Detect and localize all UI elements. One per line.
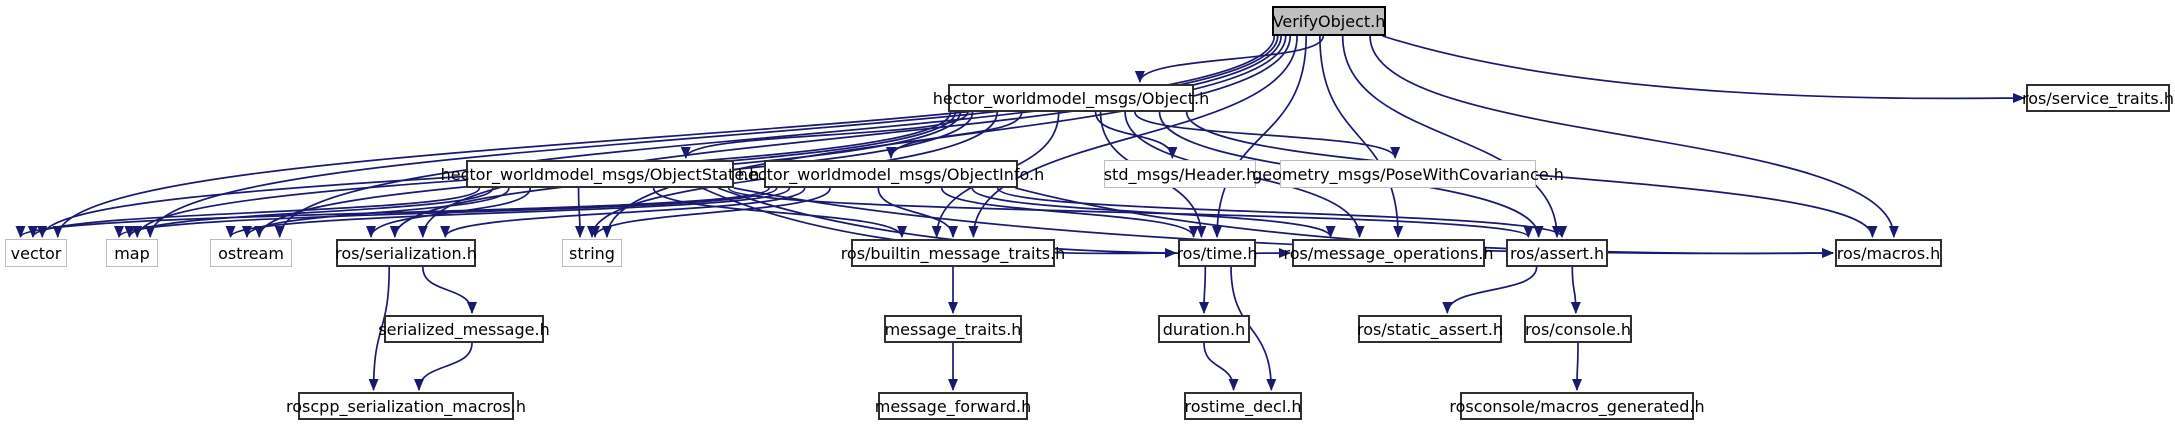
edge-serialized_message-to-roscpp_macros xyxy=(413,342,473,391)
edge-console-to-macros_generated xyxy=(1572,342,1583,391)
node-static_assert[interactable]: ros/static_assert.h xyxy=(1357,315,1503,343)
node-msgops[interactable]: ros/message_operations.h xyxy=(1283,239,1494,267)
node-verify[interactable]: VerifyObject.h xyxy=(1272,6,1386,36)
edge-verify-to-time xyxy=(1212,35,1308,238)
edge-object_info-to-time xyxy=(940,187,1199,238)
edge-time-to-duration xyxy=(1199,266,1210,314)
edge-object-to-header xyxy=(1094,111,1178,159)
node-vector[interactable]: vector xyxy=(5,239,67,267)
node-map[interactable]: map xyxy=(106,239,158,267)
node-time[interactable]: ros/time.h xyxy=(1176,239,1258,267)
edge-object-to-object_info xyxy=(886,111,1023,159)
edge-verify-to-macros xyxy=(1369,35,1899,238)
edge-time-to-rostime_decl xyxy=(1230,266,1277,391)
edge-object_info-to-vector xyxy=(15,187,770,238)
edge-verify-to-ostream xyxy=(274,35,1282,238)
edge-serialization-to-roscpp_macros xyxy=(368,266,391,391)
edge-verify-to-vector xyxy=(52,35,1276,238)
edge-verify-to-map xyxy=(145,35,1279,238)
node-console[interactable]: ros/console.h xyxy=(1524,315,1632,343)
node-string[interactable]: string xyxy=(562,239,622,267)
node-rostime_decl[interactable]: rostime_decl.h xyxy=(1184,392,1302,420)
edge-object_info-to-builtin xyxy=(877,187,958,238)
edge-verify-to-serialization xyxy=(417,35,1287,238)
node-service_traits[interactable]: ros/service_traits.h xyxy=(2022,84,2174,112)
edge-assert-to-console xyxy=(1570,266,1581,314)
node-ostream[interactable]: ostream xyxy=(210,239,292,267)
edge-object_info-to-macros xyxy=(1015,187,1834,259)
node-header[interactable]: std_msgs/Header.h xyxy=(1104,160,1256,188)
node-message_forward[interactable]: message_forward.h xyxy=(875,392,1031,420)
edge-object-to-object_state xyxy=(680,111,969,159)
node-serialized_message[interactable]: serialized_message.h xyxy=(378,315,550,343)
edge-verify-to-object xyxy=(1134,35,1325,83)
node-object_info[interactable]: hector_worldmodel_msgs/ObjectInfo.h xyxy=(738,160,1044,188)
node-roscpp_macros[interactable]: roscpp_serialization_macros.h xyxy=(286,392,526,420)
edge-object_state-to-string xyxy=(574,187,585,238)
edge-object-to-pose xyxy=(1134,111,1401,159)
edge-verify-to-service_traits xyxy=(1382,35,2025,104)
node-object_state[interactable]: hector_worldmodel_msgs/ObjectState.h xyxy=(441,160,759,188)
edge-object_info-to-msgops xyxy=(971,187,1336,238)
node-builtin[interactable]: ros/builtin_message_traits.h xyxy=(841,239,1065,267)
node-assert[interactable]: ros/assert.h xyxy=(1506,239,1608,267)
node-macros_generated[interactable]: rosconsole/macros_generated.h xyxy=(1449,392,1705,420)
edge-verify-to-msgops xyxy=(1319,35,1404,238)
node-serialization[interactable]: ros/serialization.h xyxy=(335,239,477,267)
edge-object_info-to-map xyxy=(114,187,778,238)
node-duration[interactable]: duration.h xyxy=(1158,315,1250,343)
edge-object_state-to-builtin xyxy=(652,187,907,238)
node-message_traits[interactable]: message_traits.h xyxy=(884,315,1022,343)
edge-object_info-to-assert xyxy=(996,187,1567,238)
edge-duration-to-rostime_decl xyxy=(1203,342,1239,391)
edge-verify-to-assert xyxy=(1341,35,1562,238)
node-pose[interactable]: geometry_msgs/PoseWithCovariance.h xyxy=(1252,160,1564,188)
edge-assert-to-static_assert xyxy=(1442,266,1538,314)
edge-object_info-to-serialization xyxy=(440,187,806,238)
edge-object_info-to-string xyxy=(590,187,831,238)
edge-serialization-to-serialized_message xyxy=(421,266,477,314)
edge-object_info-to-ostream xyxy=(225,187,791,238)
node-object[interactable]: hector_worldmodel_msgs/Object.h xyxy=(933,84,1209,112)
node-macros[interactable]: ros/macros.h xyxy=(1835,239,1942,267)
